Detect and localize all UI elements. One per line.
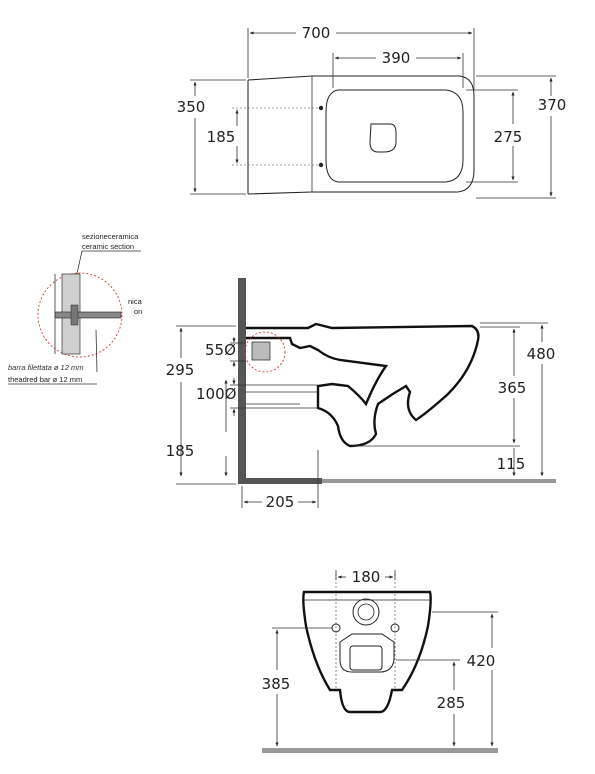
dim-rim-height: 365 — [498, 379, 527, 397]
dim-fix-height: 295 — [166, 361, 195, 379]
dim-top-length: 700 — [302, 24, 331, 42]
threaded-bar — [54, 311, 122, 319]
front-inlet-ring — [352, 598, 380, 626]
label-ceramic-en: ceramic section — [82, 242, 134, 251]
fixing-detail: sezioneceramica ceramic section nica on … — [8, 232, 143, 385]
dim-front-fix-spacing: 180 — [352, 568, 381, 586]
label-cut-b: on — [134, 307, 142, 316]
dim-front-outlet-height: 285 — [437, 694, 466, 712]
label-bar-en: theadred bar ø 12 mm — [8, 375, 82, 384]
front-outlet — [339, 633, 395, 673]
wall — [238, 278, 246, 484]
top-view-bowl — [325, 89, 464, 183]
dim-top-width-left: 350 — [177, 98, 206, 116]
top-view-drain — [369, 123, 397, 153]
dim-total-height: 480 — [527, 345, 556, 363]
floor-wall — [238, 478, 322, 484]
inlet-detail-circle — [244, 331, 286, 373]
floor-front — [262, 748, 498, 753]
label-cut-a: nica — [128, 297, 143, 306]
dim-top-width-right: 370 — [538, 96, 567, 114]
label-ceramic-it: sezioneceramica — [82, 232, 139, 241]
side-view: 55Ø 100Ø 295 185 205 480 365 — [166, 278, 556, 511]
front-view: 180 385 420 285 — [262, 568, 498, 753]
label-bar-it: barra filettata ø 12 mm — [8, 363, 83, 372]
fixing-hole-icon — [318, 162, 324, 168]
dim-floor-outlet: 185 — [166, 442, 195, 460]
inlet-pipe — [251, 341, 271, 361]
detail-circle — [37, 272, 123, 358]
floor — [322, 479, 556, 483]
dim-outlet: 100Ø — [196, 385, 237, 403]
fixing-hole-icon — [318, 105, 324, 111]
side-view-body — [246, 322, 480, 448]
dim-top-bowl-width: 390 — [382, 49, 411, 67]
dim-projection: 205 — [266, 493, 295, 511]
dim-top-inner: 275 — [494, 128, 523, 146]
dim-front-total-height: 420 — [467, 652, 496, 670]
top-view: 700 390 350 185 275 370 — [177, 24, 567, 199]
dim-front-fix-height: 385 — [262, 675, 291, 693]
dim-rim-offset: 115 — [497, 455, 526, 473]
top-view-body — [247, 75, 475, 195]
dim-top-fix-spacing: 185 — [207, 128, 236, 146]
dim-inlet: 55Ø — [205, 341, 236, 359]
front-view-body — [302, 590, 432, 714]
